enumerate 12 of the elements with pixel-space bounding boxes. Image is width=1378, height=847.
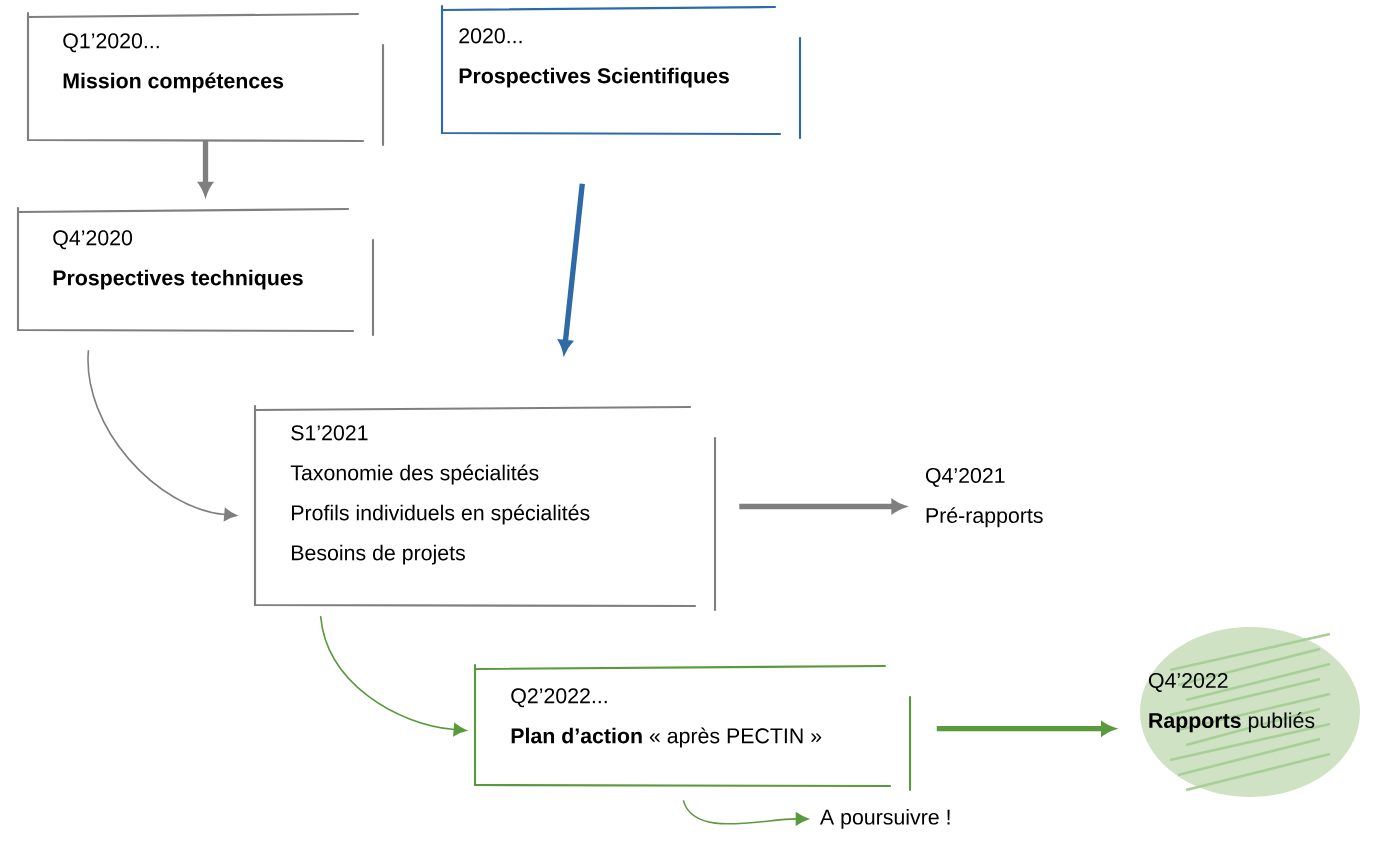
arrow [319, 615, 467, 737]
process-box: 2020... Prospectives Scientifiques [440, 4, 802, 140]
arrow [682, 799, 809, 826]
milestone-text: A poursuivre ! [820, 808, 950, 829]
arrow [87, 349, 238, 522]
process-box: S1’2021 Taxonomie des spécialités Profils individuels en spécialités Besoins de projets [253, 404, 717, 612]
milestone-text: Q4’2022 Rapports publiés [1148, 672, 1315, 733]
process-box: Q1’2020... Mission compétences [26, 11, 385, 147]
process-box: Q2’2022... Plan d’action « après PECTIN » [473, 663, 912, 792]
milestone-text: Q4’2021 Pré-rapports [925, 467, 1043, 528]
process-box: Q4’2020 Prospectives techniques [16, 206, 375, 337]
arrow [558, 183, 585, 354]
